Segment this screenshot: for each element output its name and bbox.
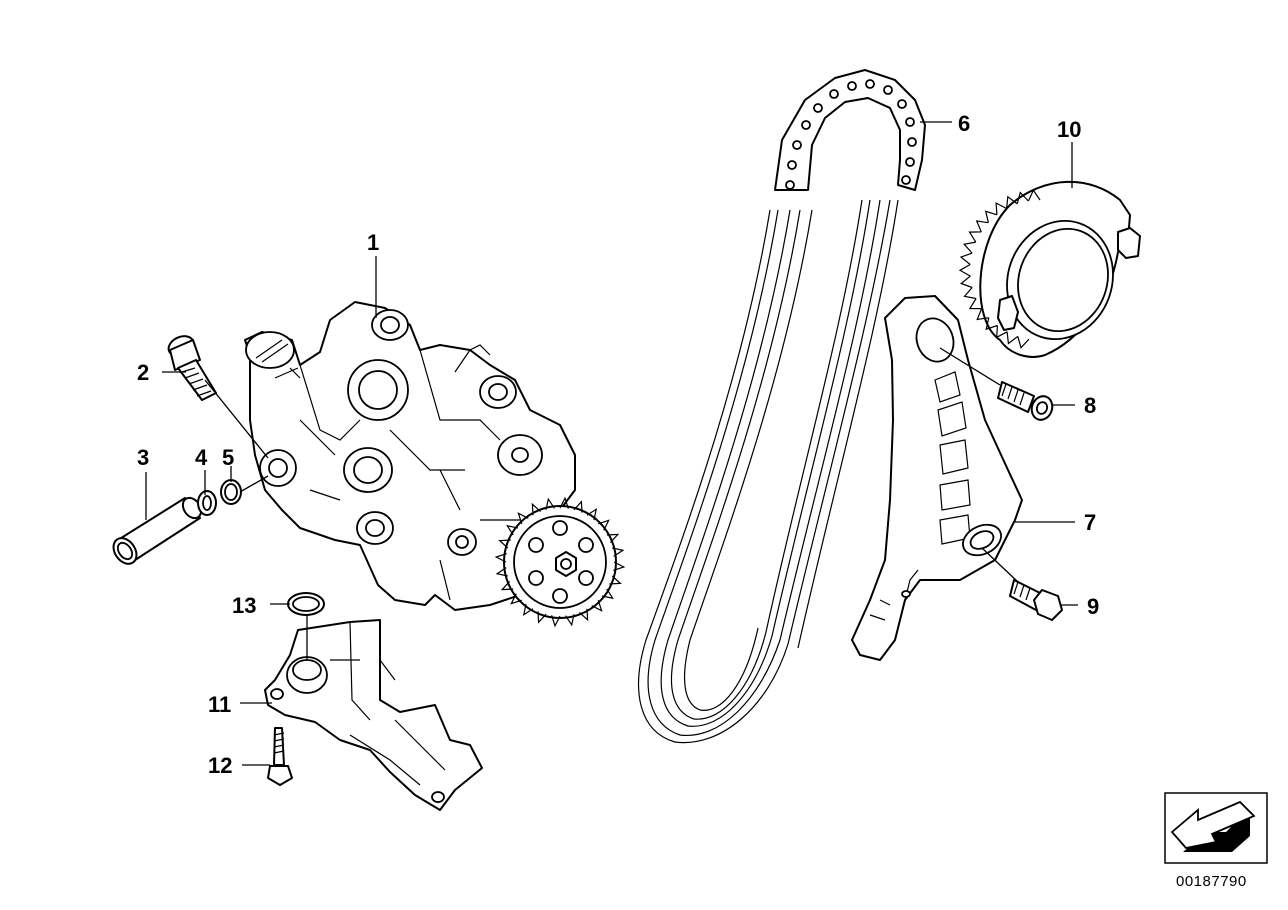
sprocket-tooth-outline bbox=[494, 496, 626, 628]
callout-labels: 1 2 3 4 5 6 7 8 9 10 11 12 13 bbox=[137, 111, 1099, 778]
callout-3: 3 bbox=[137, 445, 149, 470]
callout-12: 12 bbox=[208, 753, 232, 778]
oil-pump bbox=[244, 301, 576, 611]
chain-link-pin bbox=[901, 175, 911, 185]
chain-link-pin bbox=[847, 81, 857, 91]
bolt-12 bbox=[267, 727, 293, 786]
callout-6: 6 bbox=[958, 111, 970, 136]
callout-7: 7 bbox=[1084, 510, 1096, 535]
callout-1: 1 bbox=[367, 230, 379, 255]
back-arrow-icon[interactable] bbox=[1164, 792, 1268, 864]
callout-8: 8 bbox=[1084, 393, 1096, 418]
o-ring-5 bbox=[220, 479, 242, 505]
leader-lines bbox=[145, 121, 1078, 766]
guide-rail-7 bbox=[851, 295, 1023, 661]
chain-link-pin bbox=[792, 140, 802, 150]
suction-pipe-11 bbox=[264, 619, 483, 811]
document-number: 00187790 bbox=[1176, 873, 1247, 890]
chain-link-pin bbox=[829, 89, 839, 99]
chain-link-pin bbox=[813, 103, 823, 113]
o-ring-13 bbox=[287, 592, 325, 616]
bolt-2 bbox=[167, 335, 217, 401]
callout-10: 10 bbox=[1057, 117, 1081, 142]
chain-link-pin bbox=[883, 85, 893, 95]
chain-link-pin bbox=[905, 117, 915, 127]
callout-5: 5 bbox=[222, 445, 234, 470]
callout-9: 9 bbox=[1087, 594, 1099, 619]
sleeve-3 bbox=[112, 496, 203, 565]
o-ring-4 bbox=[197, 490, 217, 516]
chain-link-pin bbox=[787, 160, 797, 170]
bolt-8 bbox=[997, 381, 1054, 421]
callout-2: 2 bbox=[137, 360, 149, 385]
callout-11: 11 bbox=[208, 692, 231, 717]
chain-link-pin bbox=[905, 157, 915, 167]
chain-link-pin bbox=[785, 180, 795, 190]
chain-link-pin bbox=[907, 137, 917, 147]
ring-tooth-outline bbox=[958, 189, 1041, 349]
callout-13: 13 bbox=[232, 593, 256, 618]
sprocket-10 bbox=[958, 180, 1141, 358]
bolt-9 bbox=[1009, 579, 1063, 621]
pump-sprocket bbox=[494, 496, 626, 628]
callout-4: 4 bbox=[195, 445, 208, 470]
timing-chain-6 bbox=[638, 69, 926, 744]
chain-link-pin bbox=[897, 99, 907, 109]
chain-link-pin bbox=[865, 79, 875, 89]
chain-link-pin bbox=[801, 120, 811, 130]
